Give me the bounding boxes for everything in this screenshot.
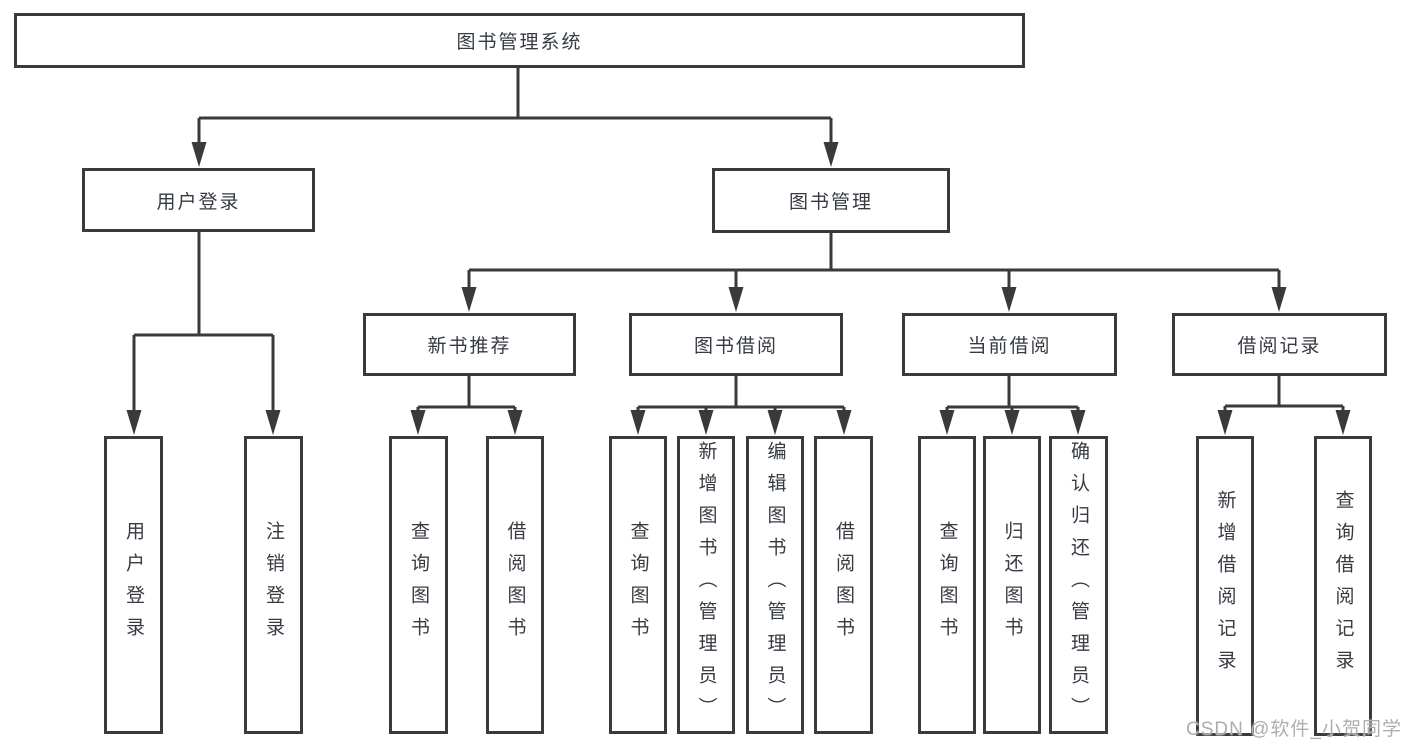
arrowhead	[191, 142, 207, 167]
arrowhead	[698, 410, 714, 435]
node-current-borrow-label: 当前借阅	[967, 336, 1052, 357]
edge-root-to-level2	[197, 68, 833, 143]
leaf-current-return: 归还图书	[983, 436, 1041, 734]
leaf-borrow-query-label: 查询图书	[627, 521, 649, 649]
leaf-current-query: 查询图书	[918, 436, 976, 734]
node-book-management: 图书管理	[712, 168, 950, 233]
arrowhead	[1001, 287, 1017, 312]
leaf-current-query-label: 查询图书	[936, 521, 958, 649]
leaf-borrow-add: 新增图书（管理员）	[677, 436, 735, 734]
arrowhead	[1335, 410, 1351, 435]
node-root: 图书管理系统	[14, 13, 1025, 68]
edge-currentborrow-to-leaves	[945, 376, 1080, 412]
leaf-borrow-edit-label: 编辑图书（管理员）	[764, 441, 786, 729]
arrowhead	[823, 142, 839, 167]
node-borrow-records-label: 借阅记录	[1237, 336, 1322, 357]
arrowhead	[410, 410, 426, 435]
leaf-newbook-borrow-label: 借阅图书	[504, 521, 526, 649]
leaf-logout: 注销登录	[244, 436, 303, 734]
leaf-user-login: 用户登录	[104, 436, 163, 734]
leaf-record-query-label: 查询借阅记录	[1332, 490, 1354, 682]
arrowheads	[126, 142, 1351, 435]
leaf-newbook-query-label: 查询图书	[408, 521, 429, 649]
node-current-borrow: 当前借阅	[902, 313, 1117, 376]
leaf-borrow-query: 查询图书	[609, 436, 667, 734]
edge-bookmgmt-to-level3	[467, 233, 1281, 288]
node-book-management-label: 图书管理	[788, 192, 873, 213]
edge-userlogin-to-leaves	[132, 232, 275, 411]
leaf-record-add-label: 新增借阅记录	[1214, 490, 1236, 682]
leaf-borrow-borrow: 借阅图书	[814, 436, 873, 734]
node-book-borrow-label: 图书借阅	[693, 336, 778, 357]
arrowhead	[767, 410, 783, 435]
leaf-record-add: 新增借阅记录	[1196, 436, 1254, 736]
node-borrow-records: 借阅记录	[1172, 313, 1387, 376]
csdn-watermark: CSDN @软件_小贺同学	[1186, 719, 1402, 740]
arrowhead	[265, 410, 281, 435]
arrowhead	[461, 287, 477, 312]
node-user-login-label: 用户登录	[156, 191, 241, 213]
arrowhead	[126, 410, 142, 435]
arrowhead	[1271, 287, 1287, 312]
arrowhead	[728, 287, 744, 312]
leaf-current-return-label: 归还图书	[1001, 521, 1023, 649]
node-book-borrow: 图书借阅	[629, 313, 843, 376]
leaf-newbook-borrow: 借阅图书	[486, 436, 544, 734]
leaf-newbook-query: 查询图书	[389, 436, 448, 734]
leaf-current-confirm: 确认归还（管理员）	[1049, 436, 1108, 734]
arrowhead	[1217, 410, 1233, 435]
leaf-borrow-borrow-label: 借阅图书	[833, 521, 854, 649]
arrowhead	[939, 410, 955, 435]
leaf-record-query: 查询借阅记录	[1314, 436, 1372, 736]
node-new-book-recommend-label: 新书推荐	[427, 336, 512, 357]
leaf-user-login-label: 用户登录	[123, 521, 144, 649]
arrowhead	[836, 410, 852, 435]
arrowhead	[1070, 410, 1086, 435]
edge-bookborrow-to-leaves	[636, 376, 846, 412]
arrowhead	[630, 410, 646, 435]
node-root-label: 图书管理系统	[456, 32, 583, 53]
leaf-borrow-edit: 编辑图书（管理员）	[746, 436, 804, 734]
leaf-current-confirm-label: 确认归还（管理员）	[1068, 441, 1089, 729]
arrowhead	[507, 410, 523, 435]
node-user-login: 用户登录	[82, 168, 315, 232]
arrowhead	[1004, 410, 1020, 435]
leaf-borrow-add-label: 新增图书（管理员）	[695, 441, 717, 729]
node-new-book-recommend: 新书推荐	[363, 313, 576, 376]
leaf-logout-label: 注销登录	[263, 521, 284, 649]
edge-newbook-to-leaves	[416, 376, 517, 412]
edge-borrowrecords-to-leaves	[1223, 376, 1345, 412]
